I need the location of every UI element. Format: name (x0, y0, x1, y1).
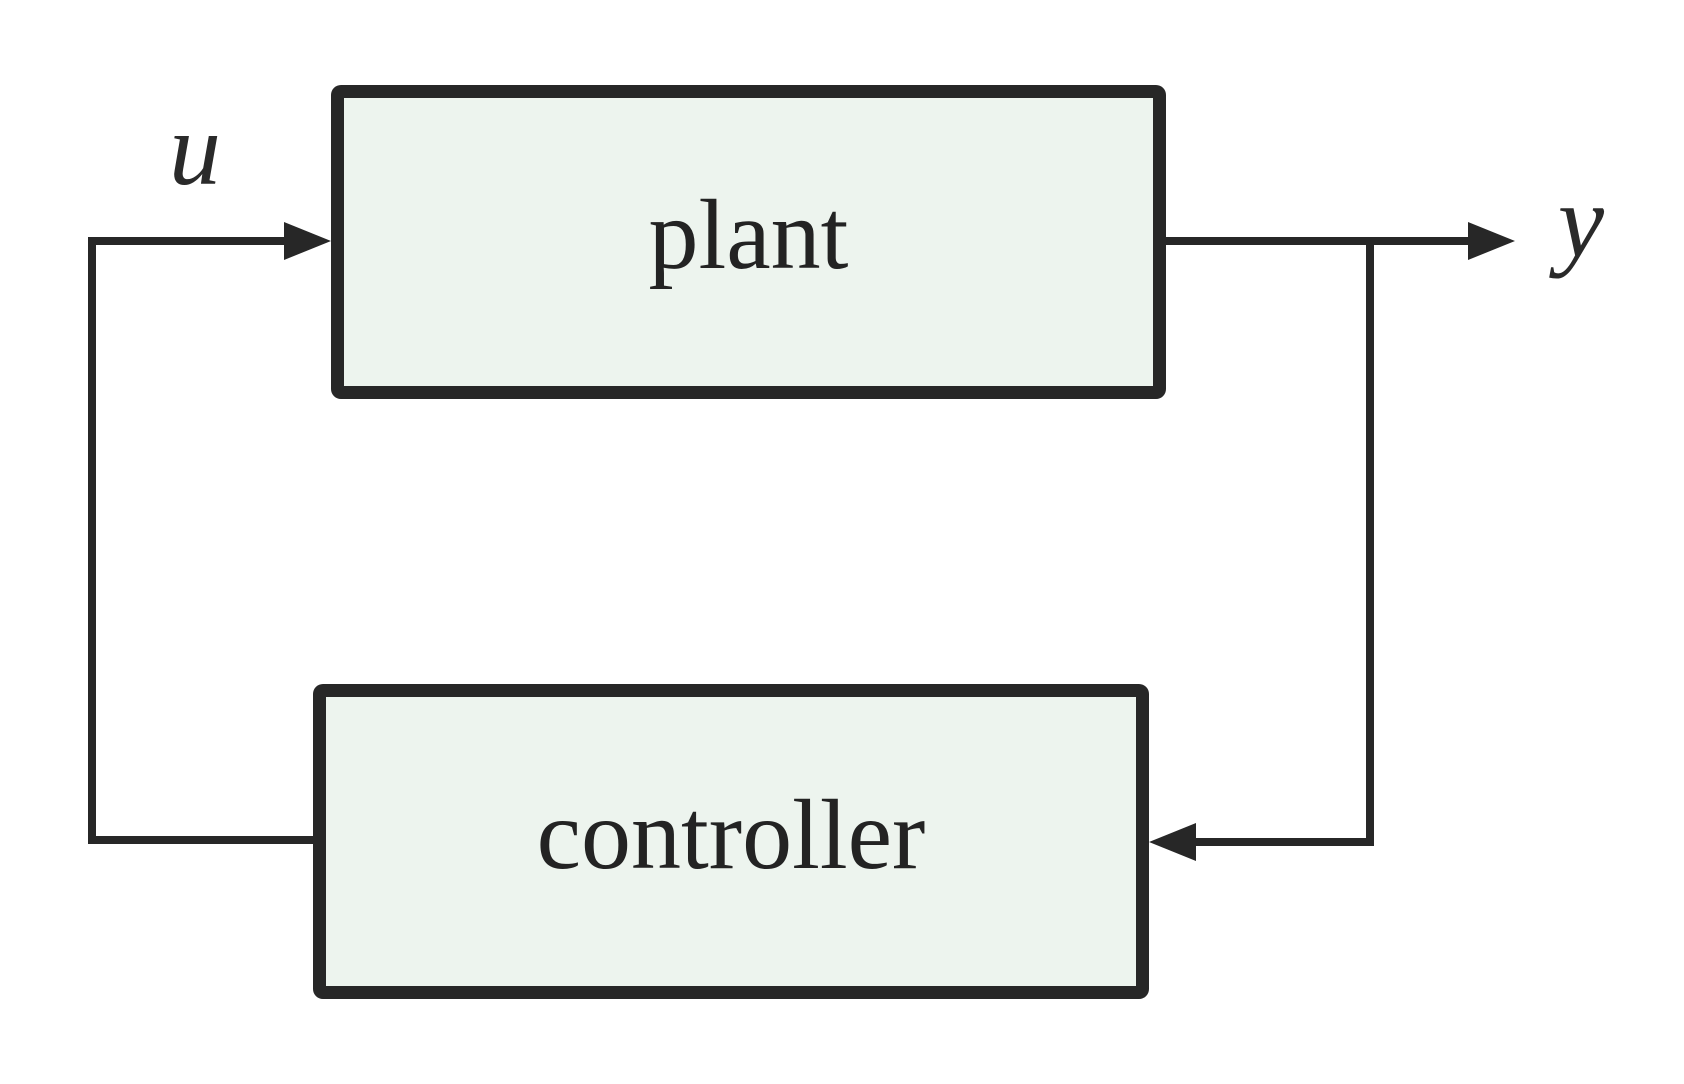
feedback-arrowhead-icon (1149, 823, 1196, 861)
feedback-branch-path (1193, 240, 1374, 846)
signal-label-u: u (169, 92, 221, 207)
plant-block: plant (331, 85, 1166, 399)
u-arrowhead-icon (284, 222, 331, 260)
y-arrowhead-icon (1468, 222, 1515, 260)
controller-block: controller (313, 684, 1149, 999)
signal-label-y: y (1557, 164, 1605, 279)
controller-label: controller (536, 778, 926, 890)
plant-label: plant (648, 179, 849, 290)
u-signal-path (88, 237, 320, 844)
